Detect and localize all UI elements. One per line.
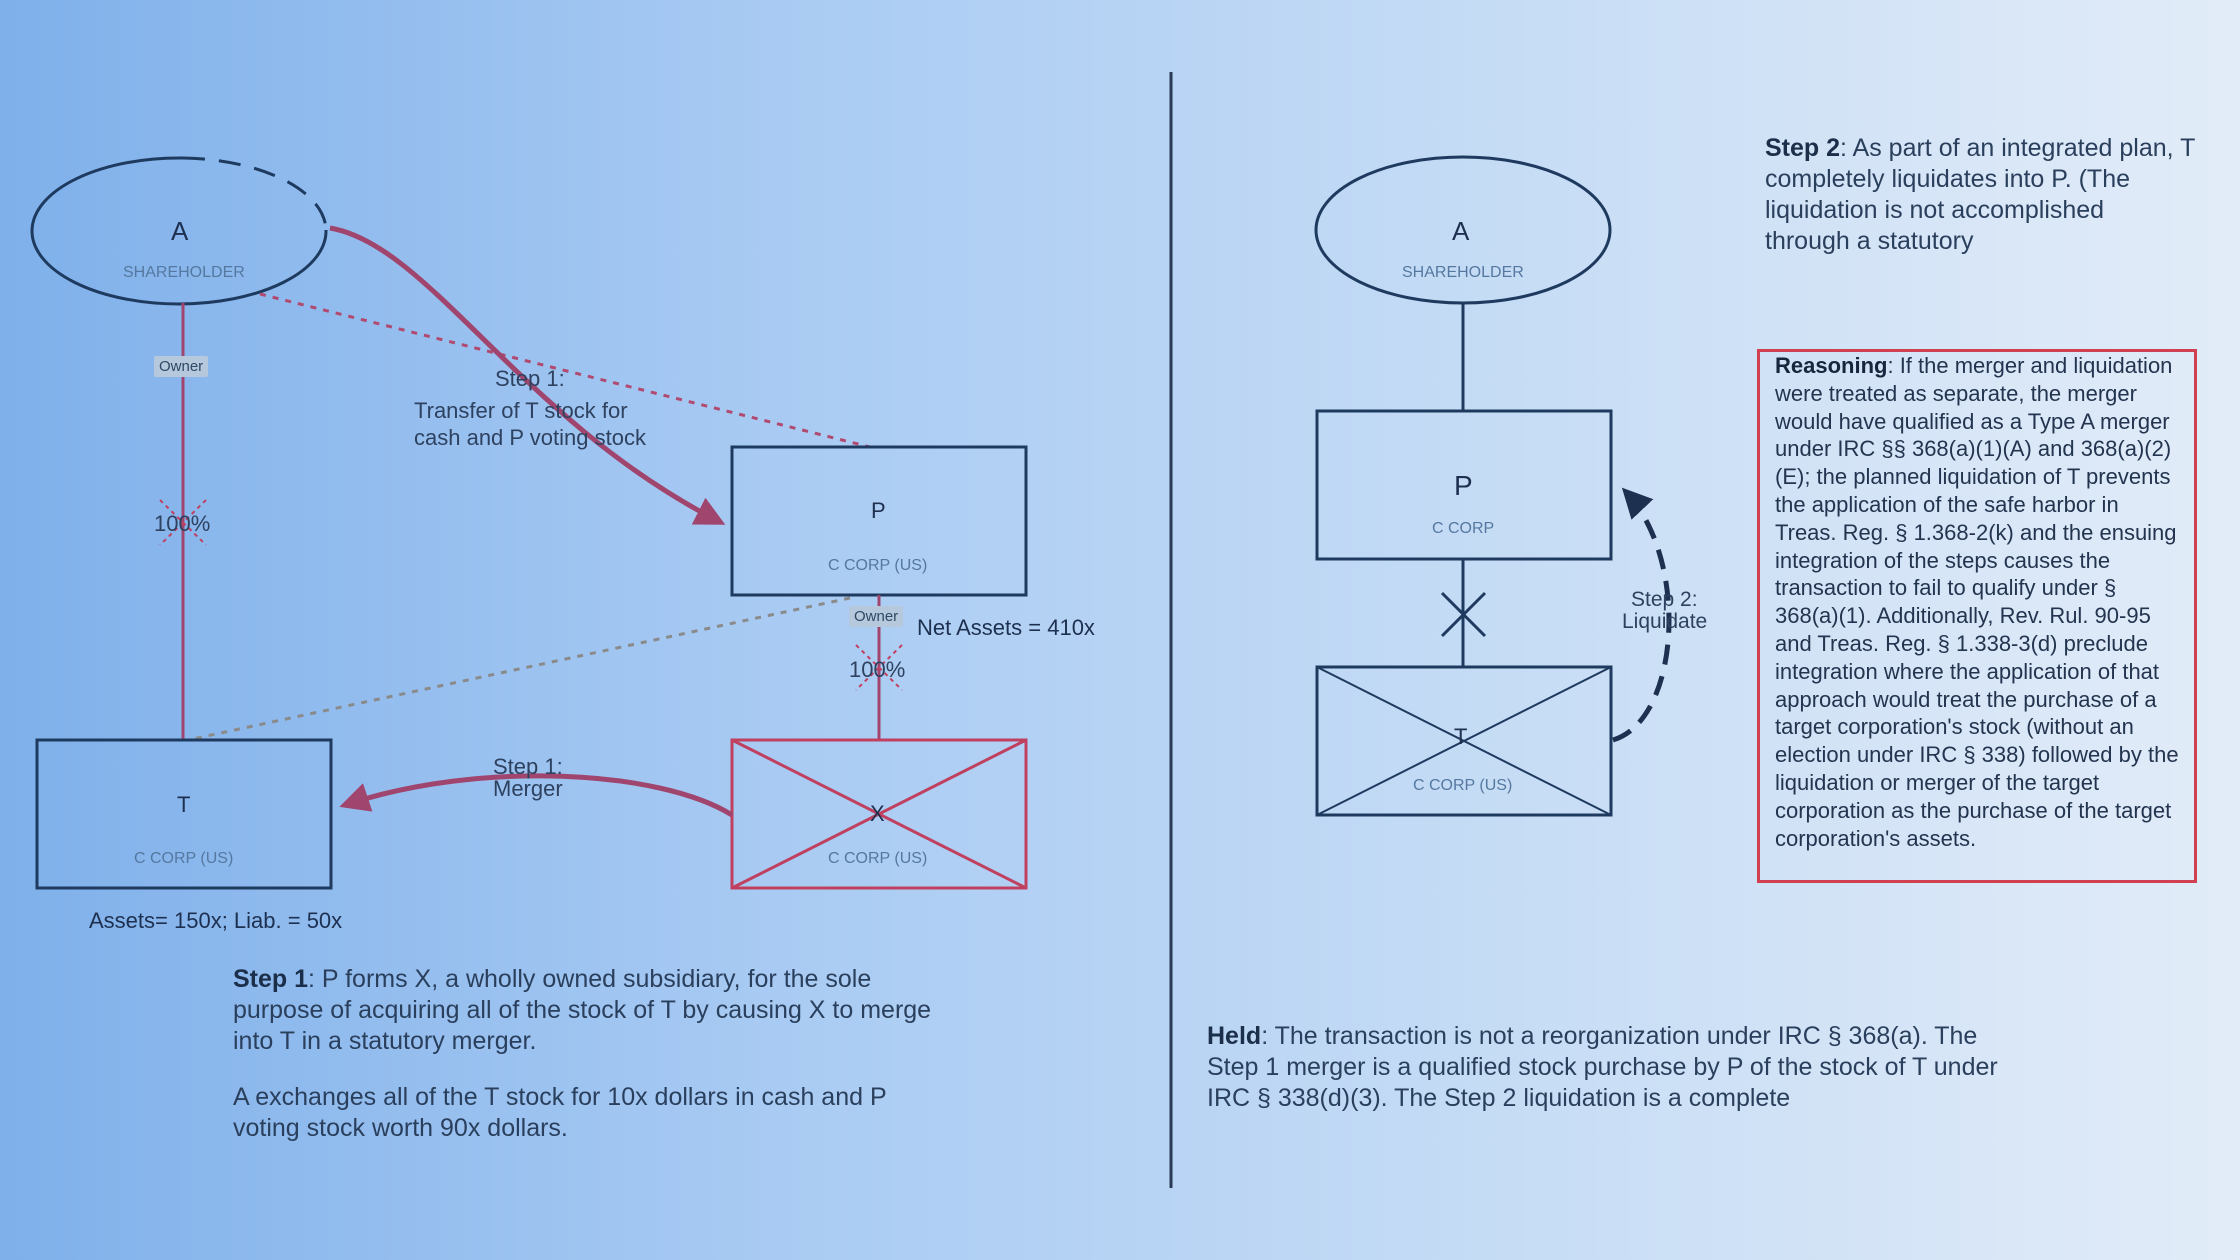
right-t-label: T [1454,724,1468,749]
left-merger-label-l2: Merger [493,776,563,801]
left-a-sublabel: SHAREHOLDER [123,264,245,281]
left-step1-paragraph-2: A exchanges all of the T stock for 10x d… [233,1083,887,1142]
left-a-t-cut-mark [159,499,207,546]
left-transfer-arrow [329,225,726,525]
right-reasoning-bold: Reasoning [1775,353,1888,378]
right-reasoning-body: : If the merger and liquidation were tre… [1775,353,2179,851]
right-liquidate-label-l2: Liquidate [1622,610,1708,633]
right-liquidate-arrow [1612,487,1672,743]
left-t-box [35,738,333,890]
right-liquidate-label-l1: Step 2: [1631,588,1698,611]
right-t-box [1315,665,1613,817]
right-held-paragraph: Held: The transaction is not a reorganiz… [1207,1021,2007,1114]
left-step1-body: : P forms X, a wholly owned subsidiary, … [233,965,932,1055]
right-reasoning-box: Reasoning: If the merger and liquidation… [1757,349,2197,883]
right-p-label: P [1454,470,1473,501]
right-p-sublabel: C CORP [1432,520,1495,537]
left-x-sublabel: C CORP (US) [828,850,928,867]
left-owner-tag: Owner [154,356,209,377]
left-net-assets: Net Assets = 410x [917,615,1095,640]
right-step2-bold: Step 2 [1765,134,1841,162]
left-p-to-t-dotted [187,596,851,742]
left-x-label: X [870,801,885,826]
left-p-x-cut-mark [855,644,903,691]
left-pct-a-t: 100% [154,511,211,536]
left-merger-arrow [339,773,734,818]
left-p-sublabel: C CORP (US) [828,557,928,574]
left-owner-tag-2: Owner [849,606,904,627]
left-a-label: A [171,216,189,246]
left-t-sublabel: C CORP (US) [134,850,234,867]
right-a-sublabel: SHAREHOLDER [1402,264,1524,281]
left-t-label: T [177,792,191,817]
right-step2-paragraph: Step 2: As part of an integrated plan, T… [1765,133,2195,257]
left-pct-p-x: 100% [849,657,906,682]
right-cut-mark [1440,591,1487,638]
left-step1-bold: Step 1 [233,965,309,993]
left-step1-transfer-body-l1: Transfer of T stock for [414,398,628,423]
left-step1-transfer-body-l2: cash and P voting stock [414,425,646,450]
left-shareholder-a-ellipse [30,156,328,306]
left-p-label: P [871,498,886,523]
right-a-label: A [1452,216,1470,246]
left-merger-label-l1: Step 1: [493,754,563,779]
left-a-to-p-dotted [259,292,871,449]
right-held-bold: Held [1207,1022,1262,1050]
left-step1-paragraph: Step 1: P forms X, a wholly owned subsid… [233,964,933,1057]
right-step2-body: : As part of an integrated plan, T compl… [1765,134,2195,255]
left-assets-note: Assets= 150x; Liab. = 50x [89,908,343,933]
right-held-body: : The transaction is not a reorganizatio… [1207,1022,1998,1112]
right-t-sublabel: C CORP (US) [1413,777,1513,794]
left-step1-transfer-title: Step 1: [495,366,565,391]
